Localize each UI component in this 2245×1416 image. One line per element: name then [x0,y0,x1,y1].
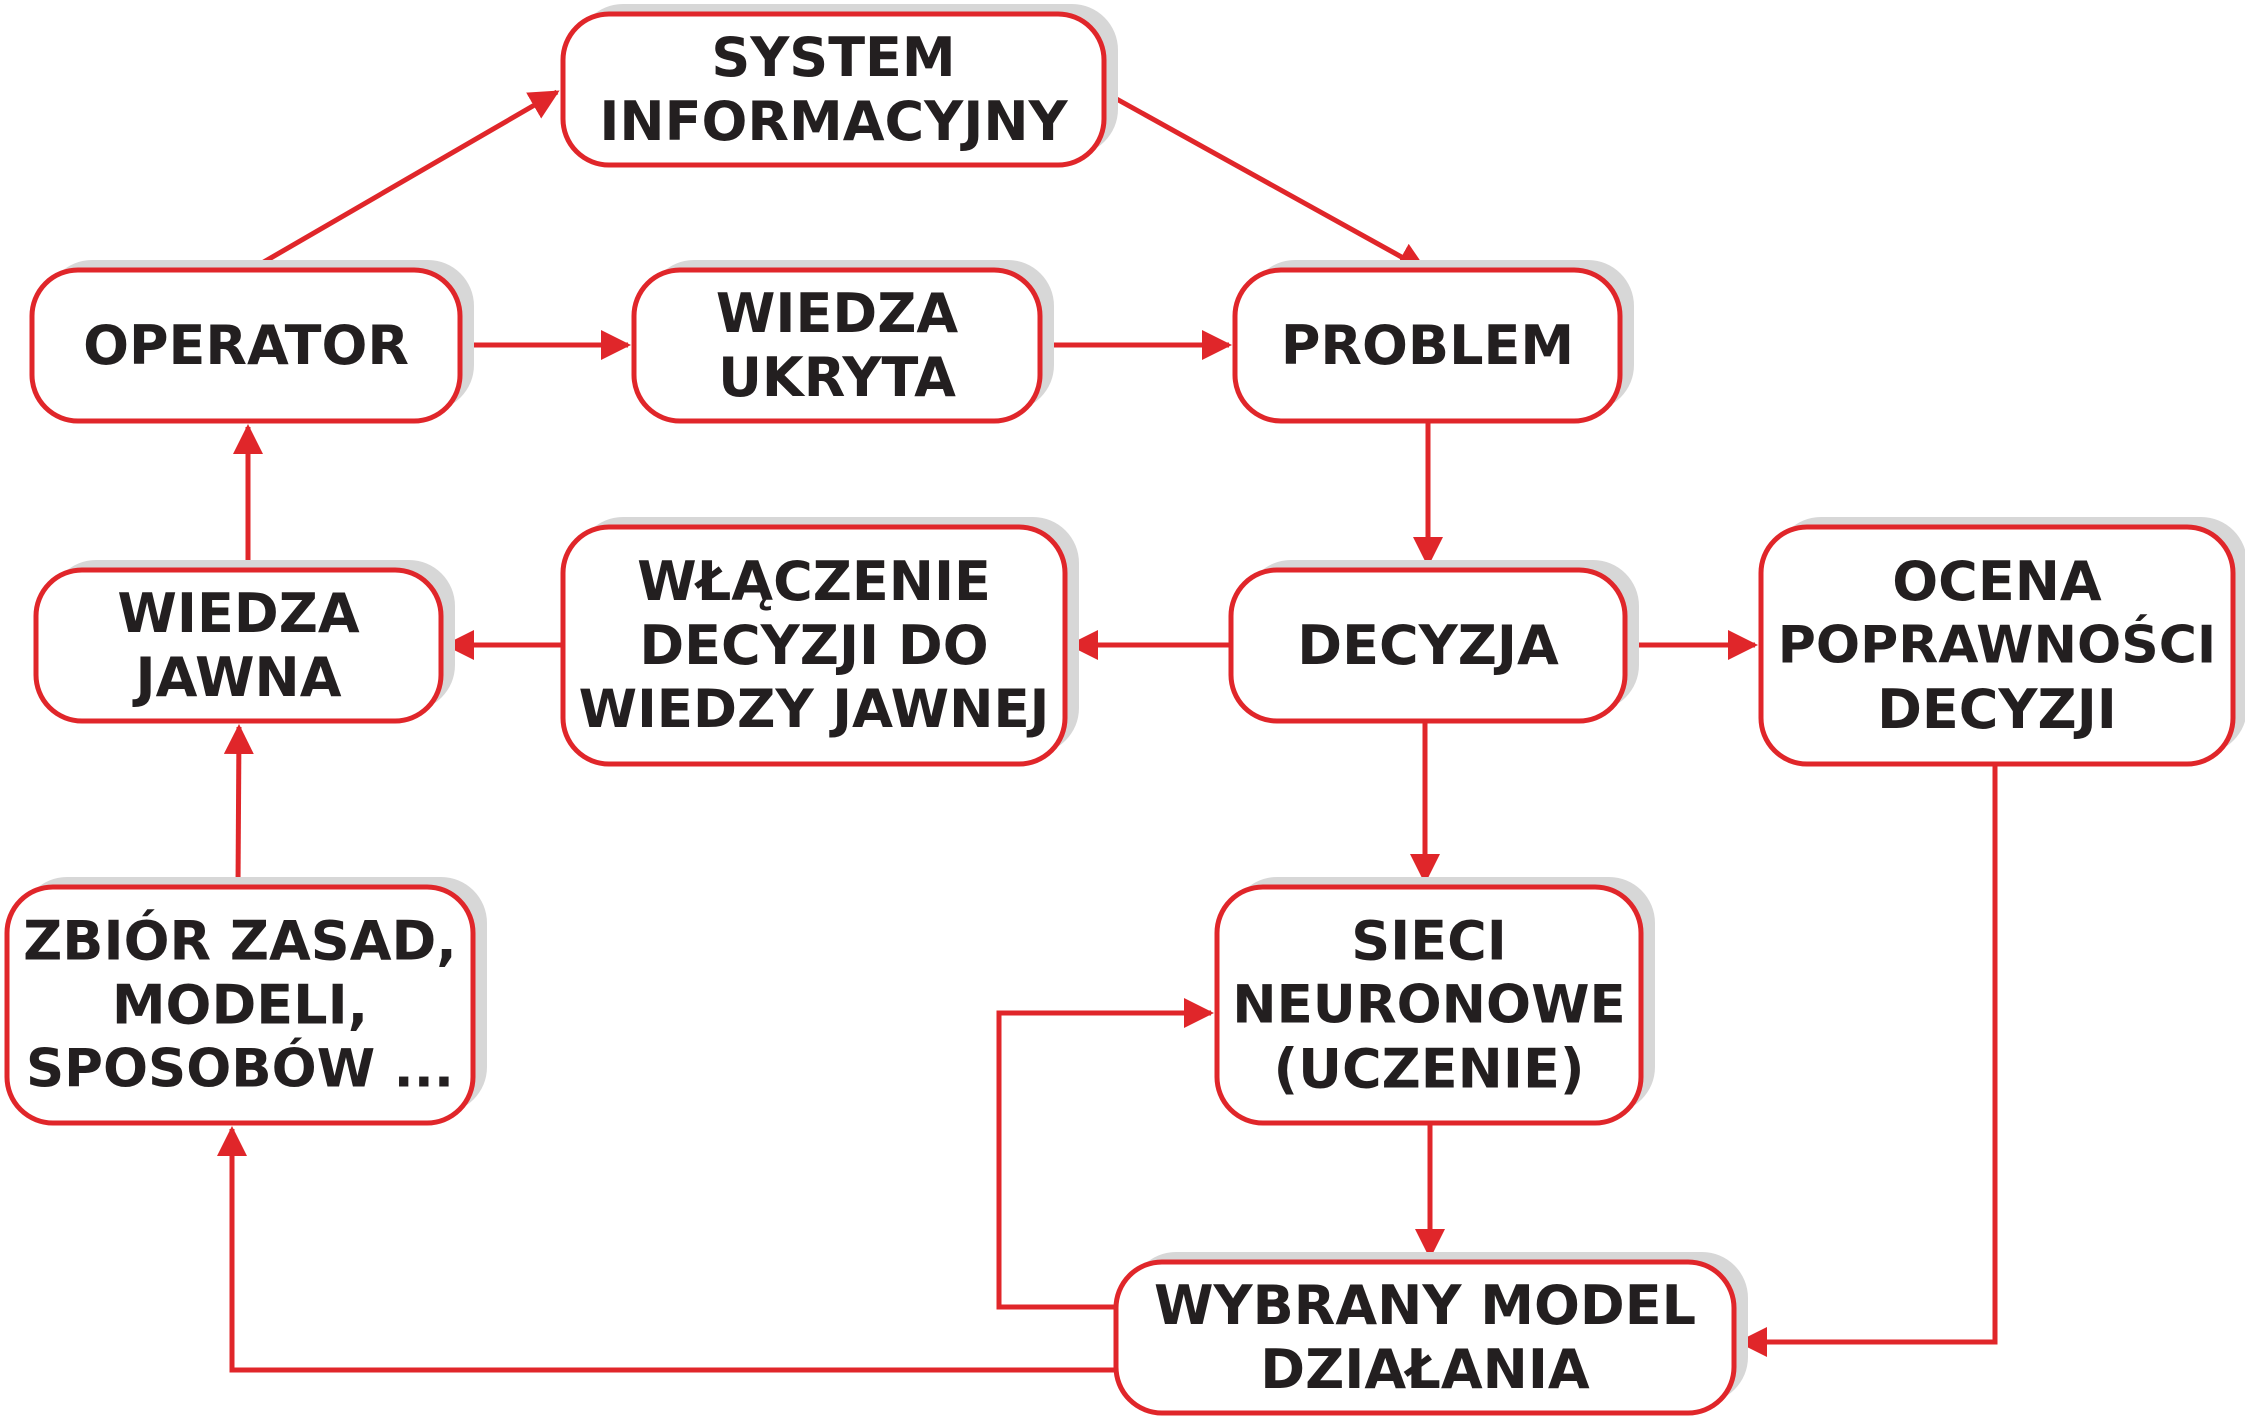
arrow-wybrany-model-to-zbior [217,1126,1116,1373]
node-label-line: DECYZJI [1877,678,2117,741]
node-label-line: SIECI [1351,910,1507,973]
node-label-line: PROBLEM [1281,314,1574,377]
node-label-line: SYSTEM [711,26,955,89]
node-label-line: SPOSOBÓW ... [26,1037,454,1100]
node-label-line: POPRAWNOŚCI [1778,614,2216,676]
node-box [1113,1259,1737,1416]
node-box [1758,524,2236,767]
node-operator: OPERATOR [29,260,474,424]
node-box [631,267,1043,424]
node-label-line: DZIAŁANIA [1260,1338,1590,1401]
node-label-line: WŁĄCZENIE [637,550,991,613]
node-label-line: OCENA [1892,550,2102,613]
node-box [560,11,1107,168]
node-box [1214,884,1644,1126]
nodes-layer: SYSTEMINFORMACYJNYOPERATORWIEDZAUKRYTAPR… [4,4,2245,1416]
arrow-operator-to-system-informacyjny [248,89,560,273]
node-box [560,524,1068,767]
node-box [1228,567,1628,724]
arrow-ocena-to-wybrany-model [1737,764,1998,1357]
node-box [1232,267,1623,424]
arrow-wybrany-model-to-sieci [996,998,1214,1310]
node-label-line: INFORMACYJNY [599,90,1068,153]
node-box [29,267,463,424]
node-label-line: MODELI, [112,974,368,1037]
arrow-zbior-to-wiedza-jawna [223,724,254,888]
node-label-line: OPERATOR [83,314,409,377]
node-box [4,884,476,1126]
node-label-line: ZBIÓR ZASAD, [23,910,457,973]
node-decyzja: DECYZJA [1228,560,1639,724]
node-label-line: DECYZJA [1297,614,1559,677]
edges-layer [217,89,1998,1373]
node-label-line: WYBRANY MODEL [1154,1274,1696,1337]
node-label-line: JAWNA [131,646,341,709]
node-zbior: ZBIÓR ZASAD,MODELI,SPOSOBÓW ... [4,877,487,1126]
node-label-line: WIEDZA [716,282,959,345]
node-label-line: NEURONOWE [1232,975,1626,1036]
node-label-line: (UCZENIE) [1273,1038,1584,1101]
arrow-system-informacyjny-to-problem [1102,89,1428,273]
node-label-line: WIEDZY JAWNEJ [579,679,1050,740]
node-label-line: WIEDZA [117,582,360,645]
node-problem: PROBLEM [1232,260,1634,424]
node-label-line: DECYZJI DO [639,614,988,677]
node-label-line: UKRYTA [718,346,956,409]
node-box [33,567,444,724]
